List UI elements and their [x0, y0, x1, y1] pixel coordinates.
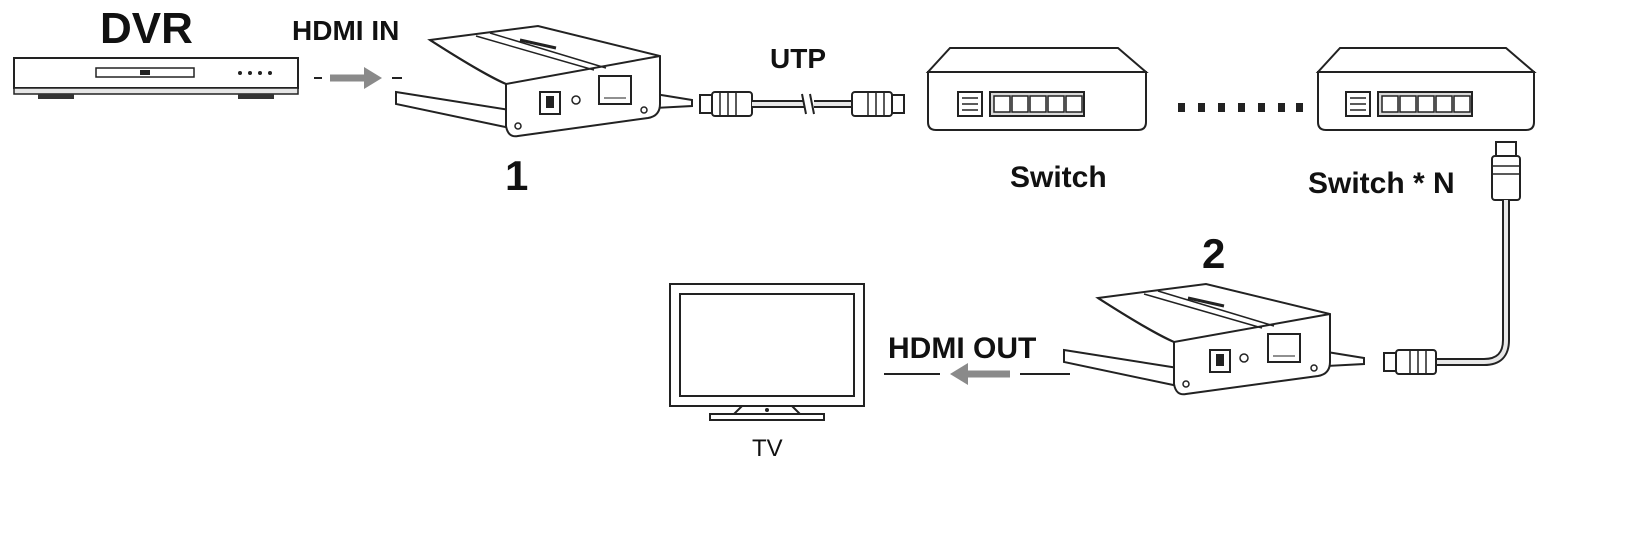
- switch-n: [1315, 47, 1537, 131]
- hdmi-in-arrow: [314, 67, 402, 89]
- switch-1: [925, 47, 1149, 131]
- switch-chain-dots: [1178, 103, 1303, 112]
- extender-transmitter: [395, 24, 693, 138]
- dvr-label: DVR: [100, 4, 193, 53]
- switch-n-label: Switch * N: [1308, 167, 1455, 200]
- extender-receiver: [1063, 282, 1365, 396]
- hdmi-out-arrow: [884, 363, 1070, 385]
- downlink-cable: [1383, 141, 1521, 375]
- switch-label: Switch: [1010, 161, 1107, 194]
- utp-label: UTP: [770, 43, 826, 74]
- hdmi-in-label: HDMI IN: [292, 15, 399, 46]
- utp-cable: [699, 91, 905, 117]
- hdmi-out-label: HDMI OUT: [888, 332, 1036, 365]
- tv-monitor: [669, 283, 865, 421]
- tv-label: TV: [752, 435, 783, 462]
- dvr-device: [13, 57, 299, 99]
- extender-1-number: 1: [505, 152, 528, 199]
- extender-2-number: 2: [1202, 230, 1225, 277]
